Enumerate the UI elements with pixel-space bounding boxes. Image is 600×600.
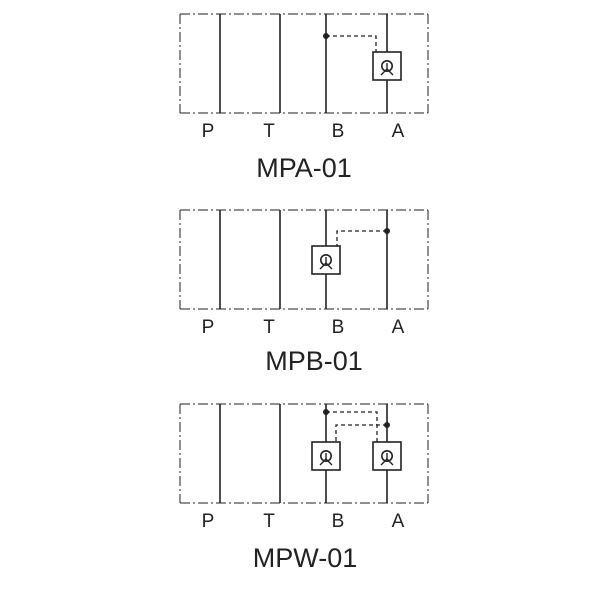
port-b-label: B — [332, 511, 345, 532]
block-outline — [179, 209, 429, 310]
pilot-line-a-to-b — [335, 424, 387, 442]
pilot-line — [336, 230, 387, 246]
port-a-label: A — [392, 121, 405, 142]
port-lines — [219, 404, 388, 503]
model-label: MPB-01 — [265, 346, 363, 376]
check-valve-b — [311, 245, 341, 275]
port-lines — [219, 14, 388, 113]
port-t-label: T — [263, 317, 275, 338]
port-a-label: A — [392, 317, 405, 338]
port-b-label: B — [332, 317, 345, 338]
port-p-label: P — [202, 121, 215, 142]
model-label: MPW-01 — [253, 543, 358, 573]
pilot-line — [326, 35, 377, 52]
diagram-mpb-01: P T B A MPB-01 — [179, 209, 429, 376]
port-p-label: P — [202, 317, 215, 338]
check-valve-b — [311, 441, 341, 471]
port-t-label: T — [263, 121, 275, 142]
diagram-mpw-01: P T B A MPW-01 — [179, 403, 429, 573]
port-t-label: T — [263, 511, 275, 532]
diagram-mpa-01: P T B A MPA-01 — [179, 13, 429, 183]
check-valve-a — [372, 441, 402, 471]
port-a-label: A — [392, 511, 405, 532]
check-valve-a — [372, 51, 402, 81]
port-p-label: P — [202, 511, 215, 532]
pilot-line-b-to-a — [326, 411, 378, 442]
port-b-label: B — [332, 121, 345, 142]
port-lines — [219, 210, 388, 309]
model-label: MPA-01 — [256, 153, 352, 183]
